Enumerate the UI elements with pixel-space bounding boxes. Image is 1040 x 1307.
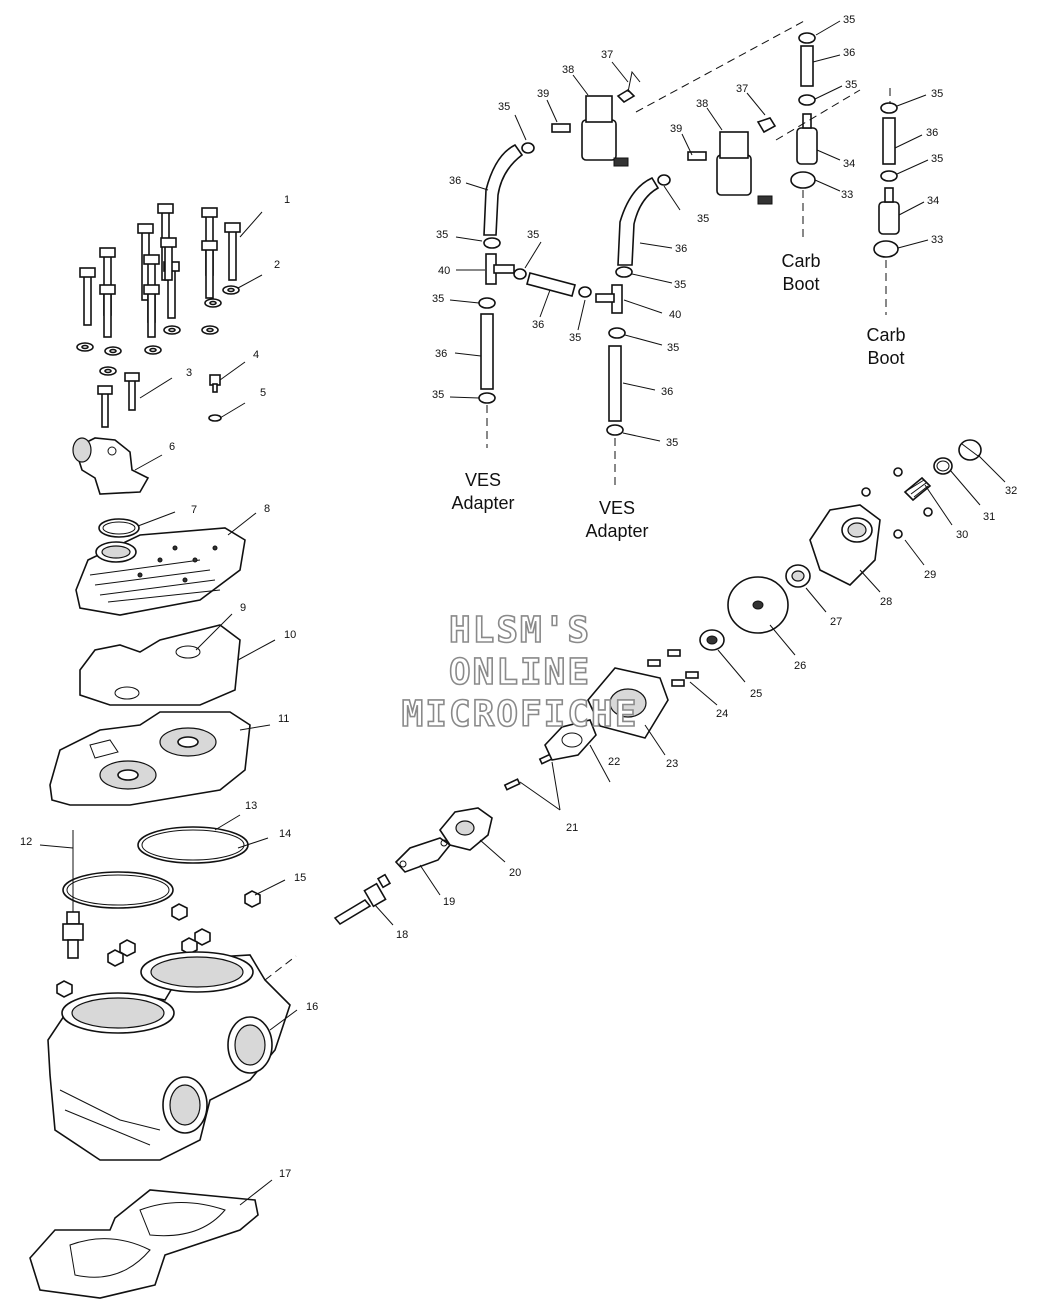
callout-33-a: 33 <box>841 189 853 201</box>
callout-35-d: 35 <box>569 332 581 344</box>
callout-35-a: 35 <box>436 229 448 241</box>
callout-35-g: 35 <box>697 213 709 225</box>
callout-19: 19 <box>443 896 455 908</box>
leader-lines <box>39 211 1006 1206</box>
callout-5: 5 <box>260 387 266 399</box>
callout-35-j: 35 <box>666 437 678 449</box>
hose-callouts: 35 36 35 40 35 36 35 36 35 35 39 38 37 3… <box>432 14 943 449</box>
callout-37-a: 37 <box>601 49 613 61</box>
callout-8: 8 <box>264 503 270 515</box>
head-gasket <box>79 624 241 706</box>
callout-30: 30 <box>956 529 968 541</box>
callout-34-b: 34 <box>927 195 939 207</box>
callout-17: 17 <box>279 1168 291 1180</box>
callout-36-d: 36 <box>675 243 687 255</box>
callout-26: 26 <box>794 660 806 672</box>
watermark-line1: HLSM'S <box>449 610 591 651</box>
cylinder-head <box>75 527 246 616</box>
callout-40-a: 40 <box>438 265 450 277</box>
callout-6: 6 <box>169 441 175 453</box>
callout-36-b: 36 <box>532 319 544 331</box>
carb-boot-label-1-line2: Boot <box>782 274 819 294</box>
callout-35-n: 35 <box>931 153 943 165</box>
callout-36-c: 36 <box>435 348 447 360</box>
thermostat-housing <box>72 437 150 495</box>
temp-sensor <box>62 830 84 959</box>
valve-assembly-diagonal <box>333 439 982 926</box>
callout-35-c: 35 <box>432 293 444 305</box>
carb-boot-label-2-line2: Boot <box>867 348 904 368</box>
callout-25: 25 <box>750 688 762 700</box>
callout-2: 2 <box>274 259 280 271</box>
callout-4: 4 <box>253 349 259 361</box>
watermark-line2: ONLINE <box>449 652 591 693</box>
ves-adapter-label-2-line1: VES <box>599 498 635 518</box>
callout-36-f: 36 <box>843 47 855 59</box>
callout-24: 24 <box>716 708 728 720</box>
callout-3: 3 <box>186 367 192 379</box>
callout-39-a: 39 <box>537 88 549 100</box>
watermark: HLSM'S ONLINE MICROFICHE <box>401 609 639 736</box>
callout-numbers: 1 2 3 4 5 6 7 8 9 10 11 12 13 14 15 16 1… <box>20 194 1017 1180</box>
head-bolts-group <box>76 203 241 428</box>
callout-21: 21 <box>566 822 578 834</box>
cylinder-nuts <box>56 890 261 998</box>
callout-7: 7 <box>191 504 197 516</box>
callout-28: 28 <box>880 596 892 608</box>
callout-35-f: 35 <box>498 101 510 113</box>
callout-15: 15 <box>294 872 306 884</box>
callout-40-b: 40 <box>669 309 681 321</box>
base-gasket <box>29 1189 259 1299</box>
callout-35-i: 35 <box>667 342 679 354</box>
callout-22: 22 <box>608 756 620 768</box>
callout-18: 18 <box>396 929 408 941</box>
callout-31: 31 <box>983 511 995 523</box>
cylinder-block <box>47 951 297 1161</box>
callout-35-l: 35 <box>845 79 857 91</box>
callout-11: 11 <box>278 713 289 725</box>
callout-16: 16 <box>306 1001 318 1013</box>
callout-35-b: 35 <box>527 229 539 241</box>
o-ring-7 <box>98 518 140 538</box>
destination-labels: Carb Boot Carb Boot VES Adapter VES Adap… <box>451 251 905 541</box>
watermark-line3: MICROFICHE <box>402 694 639 735</box>
callout-9: 9 <box>240 602 246 614</box>
callout-36-a: 36 <box>449 175 461 187</box>
callout-12: 12 <box>20 836 32 848</box>
carb-boot-label-1-line1: Carb <box>781 251 820 271</box>
callout-23: 23 <box>666 758 678 770</box>
callout-35-m: 35 <box>931 88 943 100</box>
callout-13: 13 <box>245 800 257 812</box>
ves-adapter-label-1-line1: VES <box>465 470 501 490</box>
callout-32: 32 <box>1005 485 1017 497</box>
ves-adapter-label-1-line2: Adapter <box>451 493 514 513</box>
callout-35-e: 35 <box>432 389 444 401</box>
callout-27: 27 <box>830 616 842 628</box>
callout-35-h: 35 <box>674 279 686 291</box>
callout-14: 14 <box>279 828 291 840</box>
callout-20: 20 <box>509 867 521 879</box>
callout-36-e: 36 <box>661 386 673 398</box>
ves-hose-assembly <box>478 19 900 490</box>
carb-boot-label-2-line1: Carb <box>866 325 905 345</box>
callout-39-b: 39 <box>670 123 682 135</box>
cylinder-head-insert <box>49 711 251 806</box>
callout-35-k: 35 <box>843 14 855 26</box>
callout-37-b: 37 <box>736 83 748 95</box>
callout-10: 10 <box>284 629 296 641</box>
callout-38-b: 38 <box>696 98 708 110</box>
callout-38-a: 38 <box>562 64 574 76</box>
callout-33-b: 33 <box>931 234 943 246</box>
callout-34-a: 34 <box>843 158 855 170</box>
callout-1: 1 <box>284 194 290 206</box>
o-rings-13-14 <box>62 826 249 909</box>
callout-29: 29 <box>924 569 936 581</box>
ves-adapter-label-2-line2: Adapter <box>585 521 648 541</box>
callout-36-g: 36 <box>926 127 938 139</box>
